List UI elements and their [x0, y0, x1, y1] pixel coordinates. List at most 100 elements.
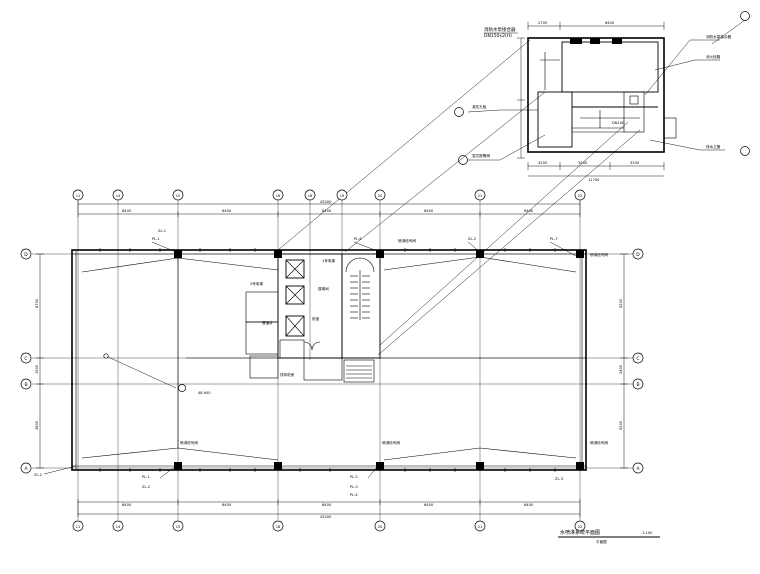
grid-label: 22 [578, 525, 583, 529]
grid-label: 20 [378, 525, 383, 529]
grid-label: 21 [478, 194, 483, 198]
grid-label: 14 [116, 525, 121, 529]
grid-bubble [336, 189, 348, 201]
valve-note: 喷淋信号阀 [590, 252, 608, 257]
valve-note: 喷淋信号阀 [180, 440, 198, 445]
grid-bubble [272, 189, 284, 201]
right-dim: 5200 [619, 298, 623, 308]
grid-bubble [574, 189, 586, 201]
top-span: 6400 [524, 209, 534, 213]
grid-bubble [20, 378, 32, 390]
elevator-3 [285, 315, 305, 337]
top-span: 6400 [122, 209, 132, 213]
valve-note: 喷淋信号阀 [398, 238, 416, 243]
pipe-label: PL-1 [152, 237, 160, 241]
detail-callout-bubble [740, 11, 750, 21]
bottom-span: 6400 [222, 503, 232, 507]
pipe-label: PL-4 [350, 493, 358, 497]
detail-leader-4: 减压孔板 [472, 104, 487, 109]
grid-label: 14 [116, 194, 121, 198]
pipe-label: ZL-1 [158, 229, 166, 233]
drawing-subtitle: 平面图 [596, 539, 607, 544]
row-bubbles: D C B A D C B A [20, 248, 644, 474]
grid-bubble [172, 520, 184, 532]
detail-bottom-total: 11700 [588, 178, 600, 182]
row-label: D [24, 252, 28, 258]
pipe-labels-bottom: PL-1 ZL-2 PL-2 PL-3 PL-4 ZL-3 喷淋信号阀 喷淋信号… [142, 440, 608, 497]
grid-bubble [304, 189, 316, 201]
detail-leader-1: 消防水泵接合器 [706, 34, 732, 39]
stair-treads [346, 275, 372, 379]
bottom-overall-width: 43200 [320, 515, 332, 519]
bottom-column-bubbles: 11 14 15 18 20 21 22 [72, 520, 586, 532]
pipe-labels-top: ZL-1 PL-1 PL-6 ZL-2 PL-7 喷淋信号阀 喷淋信号阀 [151, 229, 608, 257]
bottom-span: 6400 [424, 503, 434, 507]
pipe-label: PL-2 [350, 475, 358, 479]
grid-label: 15 [176, 525, 181, 529]
grid-label: 15 [176, 194, 181, 198]
grid-bubble [112, 189, 124, 201]
top-dimensions: 43200 6400 6400 6400 6400 6400 [77, 200, 581, 217]
stair-enclosure [341, 253, 381, 359]
row-label: B [24, 382, 27, 388]
core-label: 1号电梯 [322, 258, 335, 263]
grid-label: 11 [76, 525, 81, 529]
core-label: 管道井 [262, 320, 273, 325]
detail-bottom-dim-2: 3200 [578, 161, 588, 165]
row-label: B [636, 382, 639, 388]
grid-label: 19 [340, 194, 345, 198]
exterior-wall [71, 249, 587, 471]
bottom-span: 6400 [524, 503, 534, 507]
grid-bubble [20, 248, 32, 260]
building-outline [71, 248, 587, 472]
sprinkler-pipes: 48.900 [81, 256, 577, 461]
row-label: D [636, 252, 640, 258]
bottom-dimensions: 6400 6400 6400 6400 6400 43200 [77, 499, 581, 519]
right-dim: 2400 [619, 364, 623, 374]
top-span: 6400 [424, 209, 434, 213]
detail-left-room [537, 91, 573, 148]
pipe-label: ZL-2 [468, 237, 476, 241]
grid-bubble [172, 189, 184, 201]
elevation-label: 48.900 [198, 391, 211, 395]
pipe-label: PL-6 [354, 237, 362, 241]
grid-label: 18 [308, 194, 313, 198]
grid-bubble [272, 520, 284, 532]
grid-label: 18 [276, 525, 281, 529]
pipe-label: ZL-2 [142, 485, 150, 489]
overall-width: 43200 [320, 200, 332, 204]
grid-label: 22 [578, 194, 583, 198]
detail-bottom-dim-3: 3200 [630, 161, 640, 165]
top-span: 6400 [222, 209, 232, 213]
right-dim: 5200 [619, 420, 623, 430]
elevator-2 [285, 285, 305, 305]
row-label: A [24, 466, 28, 472]
detail-upper-room [561, 41, 659, 93]
core-label: 前室 [312, 316, 320, 321]
pipe-label: PL-7 [550, 237, 558, 241]
top-column-bubbles: 11 14 15 16 18 19 20 21 22 [72, 189, 586, 201]
detail-note-title: 消防水泵接合器 [484, 26, 516, 33]
core-label: 2号电梯 [250, 281, 263, 286]
title-block: 水喷淋系统平面图 1:100 平面图 [558, 529, 660, 544]
grid-label: 11 [76, 194, 81, 198]
valve-note: 喷淋信号阀 [382, 440, 400, 445]
grid-bubble [474, 189, 486, 201]
pipe-label: PL-3 [350, 485, 358, 489]
drawing-scale: 1:100 [642, 531, 653, 535]
bottom-span: 6400 [122, 503, 132, 507]
bottom-span: 6400 [322, 503, 332, 507]
grid-bubble [632, 248, 644, 260]
row-grid [32, 253, 640, 469]
grid-bubble [112, 520, 124, 532]
detail-top-dim-1: 2700 [538, 21, 548, 25]
row-label: A [636, 466, 640, 472]
detail-center-label: DN100 [612, 121, 625, 125]
grid-bubble [20, 352, 32, 364]
pipe-label: PL-1 [142, 475, 150, 479]
side-dimensions: 8700 1900 3800 5200 2400 5200 [35, 253, 628, 469]
detail-outer-wall [527, 37, 665, 153]
top-span: 6400 [322, 209, 332, 213]
